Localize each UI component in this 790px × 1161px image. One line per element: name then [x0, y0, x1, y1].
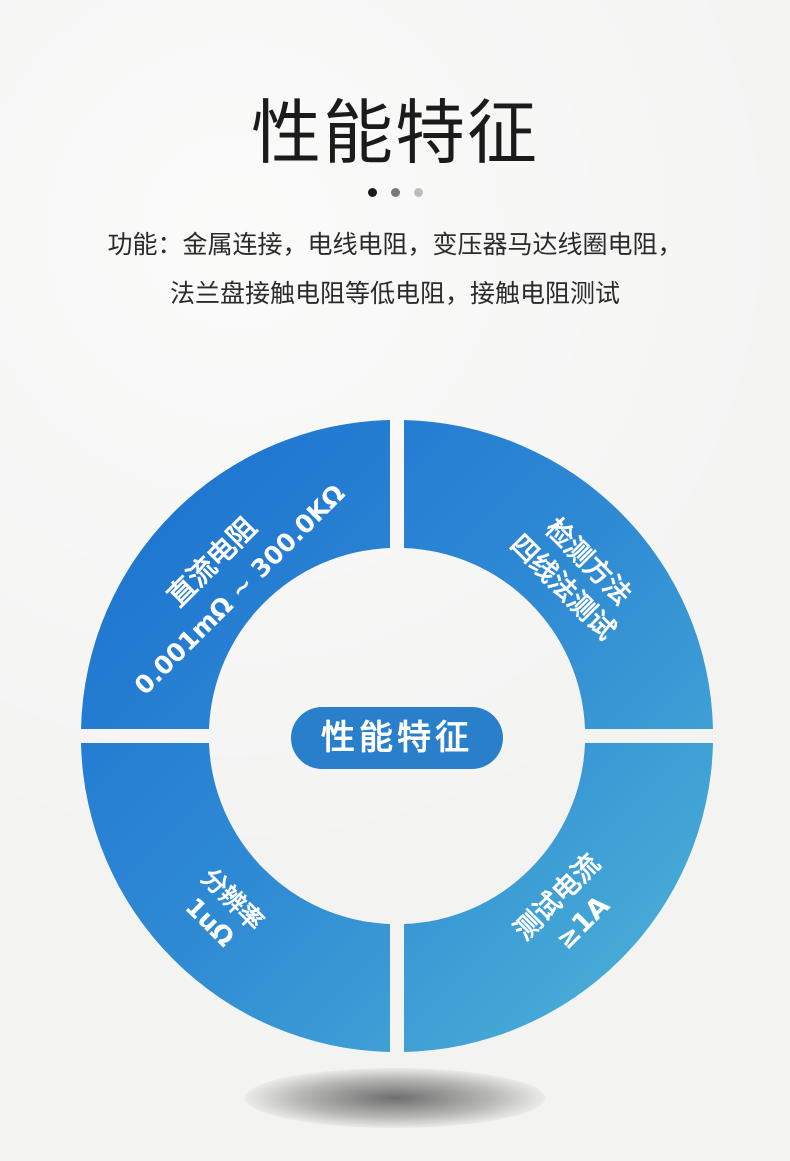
dot-indicator — [413, 188, 423, 197]
dot-indicator-active — [367, 188, 377, 197]
ring-segment-top-left — [81, 420, 390, 729]
center-label-pill: 性能特征 — [291, 707, 503, 769]
ring-segment-top-right — [404, 420, 713, 729]
dot-indicator — [390, 188, 400, 197]
pagination-dots — [0, 188, 790, 200]
ring-segment-bottom-right — [404, 743, 713, 1052]
page-title: 性能特征 — [251, 92, 539, 174]
description-line-1: 功能：金属连接，电线电阻，变压器马达线圈电阻， — [107, 230, 683, 259]
description-line-2: 法兰盘接触电阻等低电阻，接触电阻测试 — [169, 279, 620, 308]
ring-segment-bottom-left — [81, 743, 390, 1052]
ring-shadow — [245, 1068, 545, 1128]
